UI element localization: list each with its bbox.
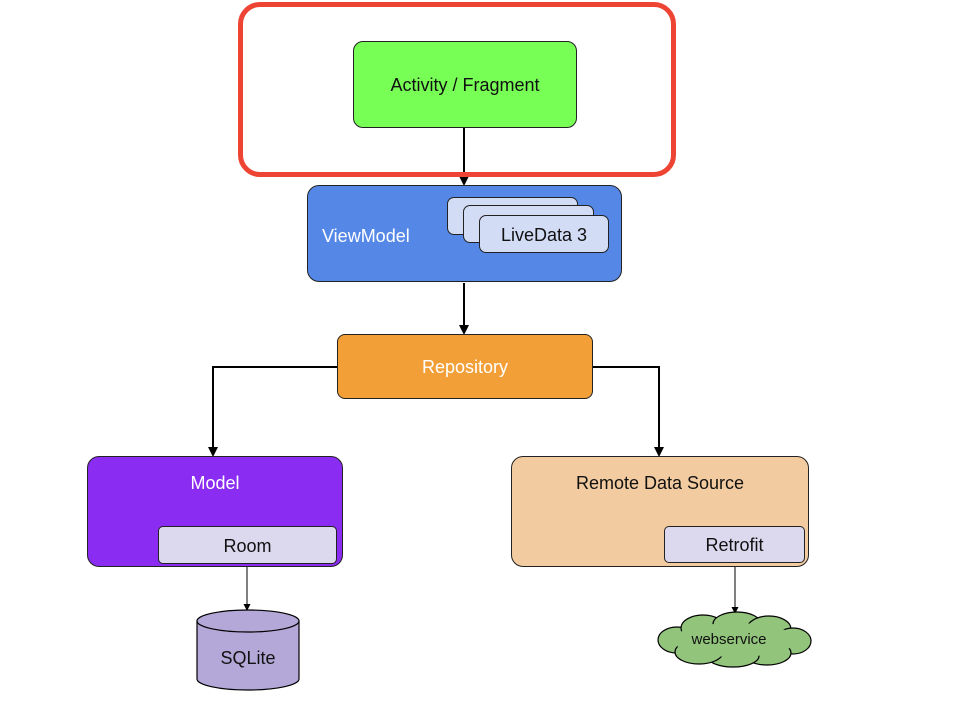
- viewmodel-box: ViewModel LiveData 3: [307, 185, 622, 282]
- repository-label: Repository: [421, 357, 509, 377]
- webservice-label: webservice: [691, 631, 767, 648]
- model-box: Model Room: [87, 456, 343, 567]
- activity-fragment-box: Activity / Fragment: [353, 41, 577, 128]
- livedata-card: LiveData 3: [479, 215, 609, 253]
- sqlite-label: SQLite: [220, 648, 276, 668]
- repository-box: Repository: [337, 334, 593, 399]
- retrofit-label: Retrofit: [705, 535, 764, 555]
- highlight-frame: [238, 2, 676, 177]
- remote-data-source-label: Remote Data Source: [575, 473, 745, 493]
- retrofit-box: Retrofit: [664, 526, 805, 563]
- room-label: Room: [223, 536, 272, 556]
- database-icon: [196, 609, 300, 691]
- room-box: Room: [158, 526, 337, 564]
- livedata-label: LiveData 3: [500, 225, 588, 245]
- cloud-icon: [657, 611, 812, 668]
- model-label: Model: [190, 473, 240, 493]
- remote-data-source-box: Remote Data Source Retrofit: [511, 456, 809, 567]
- activity-fragment-label: Activity / Fragment: [390, 75, 540, 95]
- viewmodel-label: ViewModel: [322, 226, 410, 246]
- arrow-repository-to-remote: [593, 366, 664, 457]
- arrow-repository-to-model: [208, 366, 337, 457]
